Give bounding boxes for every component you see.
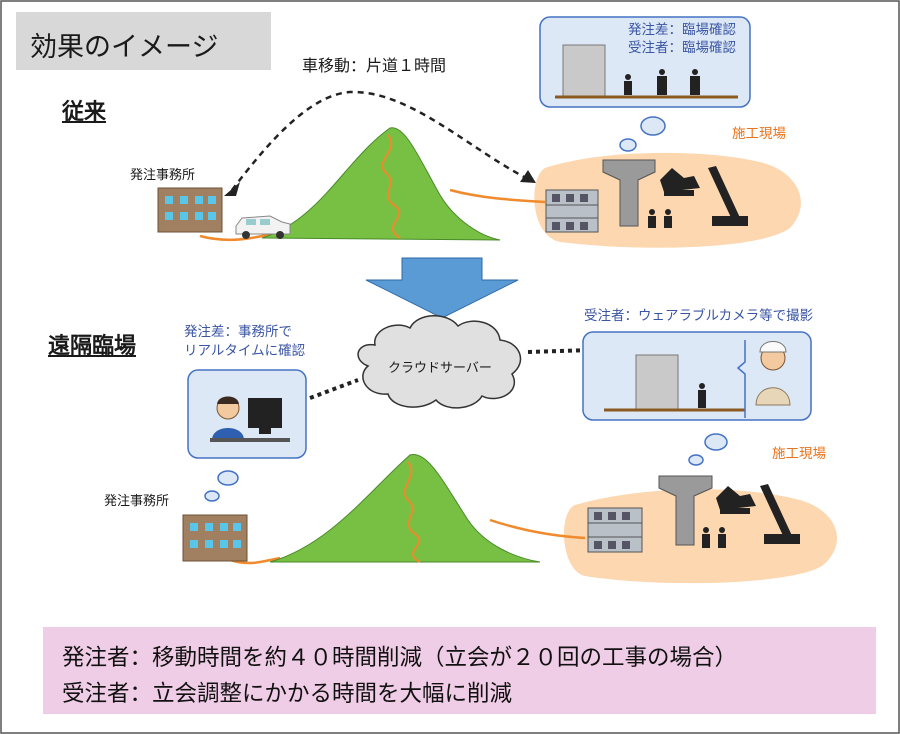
thought-bubble-dots-bottom bbox=[688, 433, 728, 466]
office-note-line-1: 発注差：事務所で bbox=[184, 324, 292, 340]
summary-line-2: 受注者：立会調整にかかる時間を大幅に削減 bbox=[62, 681, 513, 707]
worker-icons-bottom bbox=[702, 527, 726, 548]
connection-cloud-site bbox=[527, 348, 591, 354]
thought-bubble-dots-office bbox=[204, 470, 239, 502]
bridge-pier-top bbox=[602, 159, 656, 227]
travel-arrow bbox=[224, 90, 536, 196]
office-building-bottom bbox=[182, 514, 248, 562]
connection-office-cloud bbox=[309, 378, 359, 400]
site-label-top: 施工現場 bbox=[732, 126, 786, 142]
car-icon bbox=[235, 215, 291, 239]
site-bubble-top bbox=[539, 16, 751, 108]
office-building-top bbox=[157, 187, 223, 233]
excavator-top bbox=[660, 168, 700, 196]
office-note-line-2: リアルタイムに確認 bbox=[184, 343, 306, 359]
worker-icons-top bbox=[648, 209, 672, 228]
bubble-line-1: 発注差：臨場確認 bbox=[628, 22, 736, 38]
title-banner bbox=[16, 12, 271, 70]
section-label-conventional: 従来 bbox=[62, 100, 107, 125]
bubble-line-2: 受注者：臨場確認 bbox=[628, 40, 736, 56]
bridge-pier-bottom bbox=[658, 475, 713, 546]
cloud-label: クラウドサーバー bbox=[388, 361, 492, 376]
contractor-note: 受注者：ウェアラブルカメラ等で撮影 bbox=[584, 308, 814, 324]
transition-arrow bbox=[365, 257, 519, 319]
office-label-bottom: 発注事務所 bbox=[104, 494, 170, 509]
site-label-bottom: 施工現場 bbox=[772, 446, 826, 462]
summary-box bbox=[43, 627, 876, 714]
travel-label: 車移動：片道１時間 bbox=[302, 56, 447, 75]
site-prefab-bottom bbox=[587, 507, 643, 553]
site-camera-bubble bbox=[582, 331, 812, 421]
summary-line-1: 発注者：移動時間を約４０時間削減（立会が２０回の工事の場合） bbox=[62, 645, 738, 671]
excavator-bottom bbox=[716, 486, 756, 514]
page-title: 効果のイメージ bbox=[30, 32, 219, 63]
office-monitor-bubble bbox=[187, 369, 307, 459]
cloud-server bbox=[357, 315, 522, 409]
site-prefab-top bbox=[545, 189, 599, 233]
section-label-remote: 遠隔臨場 bbox=[48, 334, 137, 359]
mountain-top bbox=[261, 127, 501, 241]
crane-bottom bbox=[760, 484, 800, 544]
crane-top bbox=[708, 166, 748, 226]
mountain-bottom bbox=[269, 454, 541, 563]
office-label-top: 発注事務所 bbox=[130, 168, 196, 183]
thought-bubble-dots-top bbox=[619, 116, 666, 152]
